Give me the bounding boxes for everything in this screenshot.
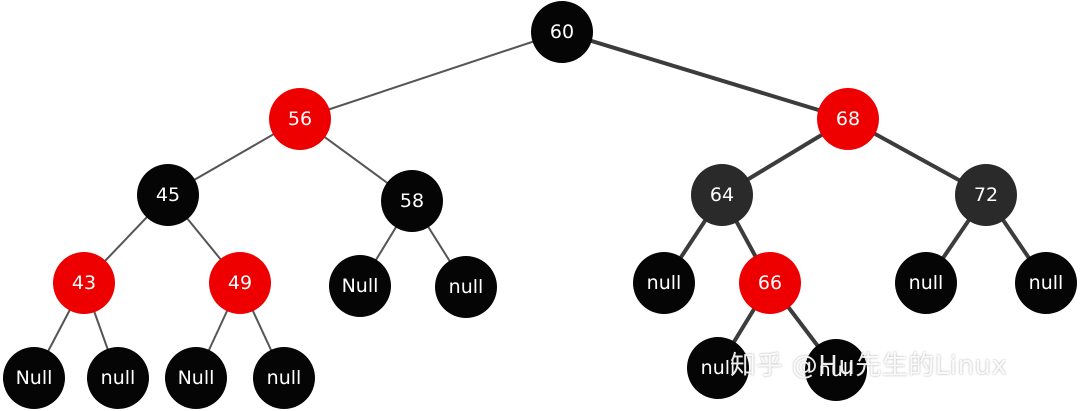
tree-node-l72a: null (895, 252, 957, 314)
node-circle (3, 347, 65, 409)
tree-node-l58a: Null (329, 255, 391, 317)
node-label: 64 (710, 184, 734, 206)
tree-node-l49b: null (253, 347, 315, 409)
node-label: null (267, 367, 302, 389)
node-circle (805, 339, 867, 401)
node-label: null (101, 367, 136, 389)
node-circle (1015, 252, 1077, 314)
node-label: 43 (72, 272, 96, 294)
tree-node-l66a: null (687, 337, 749, 399)
node-circle (895, 252, 957, 314)
tree-node-l49a: Null (165, 347, 227, 409)
node-label: Null (178, 367, 215, 389)
node-label: Null (342, 275, 379, 297)
node-label: Null (16, 367, 53, 389)
node-circle (381, 170, 443, 232)
node-label: 68 (836, 108, 860, 130)
tree-node-72: 72 (955, 164, 1017, 226)
tree-node-l72b: null (1015, 252, 1077, 314)
tree-node-l43a: Null (3, 347, 65, 409)
node-label: null (909, 272, 944, 294)
node-circle (209, 252, 271, 314)
node-circle (253, 347, 315, 409)
tree-node-49: 49 (209, 252, 271, 314)
tree-node-60: 60 (531, 1, 593, 63)
node-label: null (647, 272, 682, 294)
node-label: 60 (550, 21, 574, 43)
node-circle (691, 164, 753, 226)
node-label: null (1029, 272, 1064, 294)
node-label: null (701, 357, 736, 379)
node-circle (739, 252, 801, 314)
tree-node-68: 68 (817, 88, 879, 150)
tree-node-l43b: null (87, 347, 149, 409)
node-circle (329, 255, 391, 317)
node-circle (531, 1, 593, 63)
node-label: 72 (974, 184, 998, 206)
tree-node-66: 66 (739, 252, 801, 314)
edge-n60-n56 (299, 31, 563, 120)
node-circle (269, 88, 331, 150)
node-circle (633, 252, 695, 314)
tree-node-45: 45 (137, 164, 199, 226)
node-label: null (449, 276, 484, 298)
node-label: 49 (228, 272, 252, 294)
tree-node-l58b: null (435, 256, 497, 318)
edge-n60-n68 (561, 30, 849, 121)
node-circle (817, 88, 879, 150)
node-circle (955, 164, 1017, 226)
node-circle (137, 164, 199, 226)
node-label: 56 (288, 108, 312, 130)
node-label: 45 (156, 184, 180, 206)
watermark: 知乎 @Hu先生的Linux (730, 351, 1008, 381)
node-circle (435, 256, 497, 318)
node-circle (687, 337, 749, 399)
node-circle (87, 347, 149, 409)
node-circle (53, 252, 115, 314)
node-label: 58 (400, 190, 424, 212)
tree-node-l66b: null (805, 339, 867, 401)
node-circle (165, 347, 227, 409)
tree-node-56: 56 (269, 88, 331, 150)
tree-node-58: 58 (381, 170, 443, 232)
node-label: null (819, 359, 854, 381)
tree-node-43: 43 (53, 252, 115, 314)
tree-node-64: 64 (691, 164, 753, 226)
tree-node-l64a: null (633, 252, 695, 314)
node-label: 66 (758, 272, 782, 294)
